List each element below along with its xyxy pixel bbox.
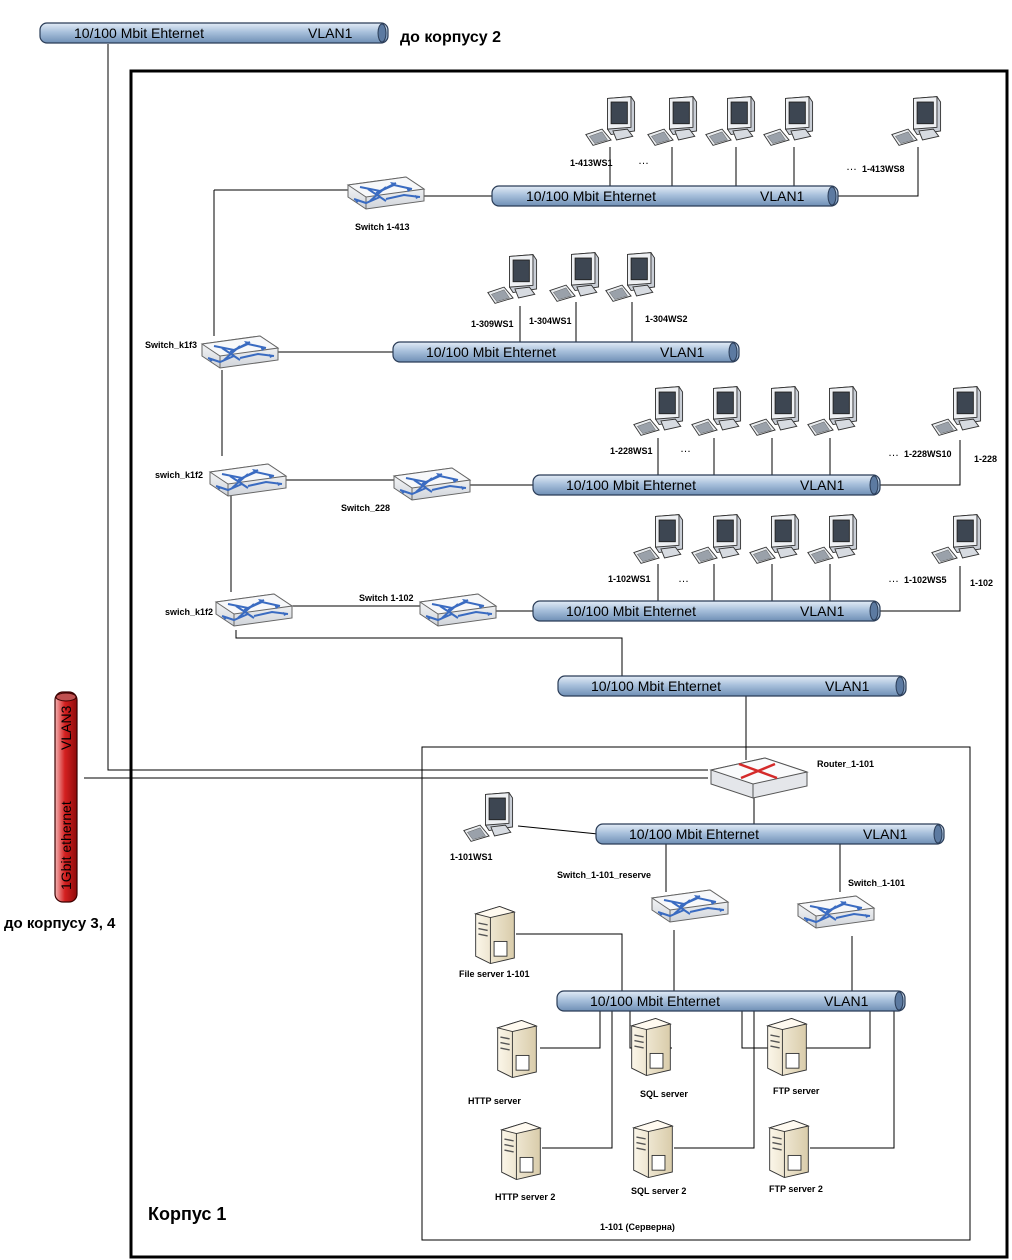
- http-server-label: HTTP server: [468, 1096, 521, 1106]
- server-icon[interactable]: [630, 1017, 672, 1077]
- bus-floor3[interactable]: 10/100 Mbit Ehternet VLAN1: [392, 341, 740, 363]
- bus-1-413-vlan: VLAN1: [760, 188, 805, 204]
- bus-uplink[interactable]: 10/100 Mbit Ehternet VLAN1: [557, 675, 907, 697]
- ws-ellipsis: …: [888, 573, 899, 585]
- bus-1-102-speed: 10/100 Mbit Ehternet: [566, 603, 696, 619]
- ws-413-8-label: 1-413WS8: [862, 164, 905, 174]
- switch-228-label: Switch_228: [341, 503, 390, 513]
- ws-ellipsis: …: [638, 155, 649, 167]
- bus-1-228-speed: 10/100 Mbit Ehternet: [566, 477, 696, 493]
- bus-1-228[interactable]: 10/100 Mbit Ehternet VLAN1: [532, 474, 881, 496]
- ws-304-1-label: 1-304WS1: [529, 316, 572, 326]
- bus-floor3-vlan: VLAN1: [660, 344, 705, 360]
- building-1-frame: [129, 69, 1009, 1259]
- sql-server-label: SQL server: [640, 1089, 688, 1099]
- ws-228-1-label: 1-228WS1: [610, 446, 653, 456]
- switch-1-413-label: Switch 1-413: [355, 222, 410, 232]
- switch-1-102-label: Switch 1-102: [359, 593, 414, 603]
- bus-server-top[interactable]: 10/100 Mbit Ehternet VLAN1: [595, 823, 945, 845]
- server-icon[interactable]: [766, 1017, 808, 1077]
- ws-101-1-label: 1-101WS1: [450, 852, 493, 862]
- ws-309-1-label: 1-309WS1: [471, 319, 514, 329]
- server-room-frame: [421, 746, 971, 1241]
- server-icon[interactable]: [474, 905, 516, 965]
- bus-1-413-speed: 10/100 Mbit Ehternet: [526, 188, 656, 204]
- bus-floor3-speed: 10/100 Mbit Ehternet: [426, 344, 556, 360]
- switch-k1f3-label: Switch_k1f3: [145, 340, 197, 350]
- building-1-label: Корпус 1: [148, 1204, 226, 1224]
- switch-k1f2-b-label: swich_k1f2: [165, 607, 213, 617]
- bus-1-102-vlan: VLAN1: [800, 603, 845, 619]
- http-server-2-label: HTTP server 2: [495, 1192, 555, 1202]
- backbone-speed: 1Gbit ethernet: [58, 801, 74, 890]
- bus-server-bottom[interactable]: 10/100 Mbit Ehternet VLAN1: [556, 990, 906, 1012]
- switch-1-101-label: Switch_1-101: [848, 878, 905, 888]
- server-icon[interactable]: [632, 1119, 674, 1179]
- backbone-vlan: VLAN3: [58, 705, 74, 750]
- to-building-3-4-label: до корпусу 3, 4: [4, 915, 116, 932]
- switch-1-101-reserve-label: Switch_1-101_reserve: [557, 870, 651, 880]
- ws-304-2-label: 1-304WS2: [645, 314, 688, 324]
- room-228-label: 1-228: [974, 454, 997, 464]
- bus-uplink-speed: 10/100 Mbit Ehternet: [591, 678, 721, 694]
- ftp-server-label: FTP server: [773, 1086, 820, 1096]
- server-icon[interactable]: [500, 1121, 542, 1181]
- bus-server-top-speed: 10/100 Mbit Ehternet: [629, 826, 759, 842]
- bus-uplink-vlan: VLAN1: [825, 678, 870, 694]
- bus-server-top-vlan: VLAN1: [863, 826, 908, 842]
- wires: [84, 44, 961, 1149]
- ws-228-10-label: 1-228WS10: [904, 449, 952, 459]
- ws-ellipsis: …: [680, 443, 691, 455]
- switch-k1f2-a-label: swich_k1f2: [155, 470, 203, 480]
- bus-1-413[interactable]: 10/100 Mbit Ehternet VLAN1: [491, 185, 839, 207]
- ws-ellipsis: …: [678, 573, 689, 585]
- to-building-2-label: до корпусу 2: [400, 29, 501, 46]
- server-icon[interactable]: [768, 1119, 810, 1179]
- bus-top[interactable]: 10/100 Mbit Ehternet VLAN1: [39, 22, 389, 44]
- ws-ellipsis: …: [846, 161, 857, 173]
- room-102-label: 1-102: [970, 578, 993, 588]
- file-server-label: File server 1-101: [459, 969, 530, 979]
- bus-top-speed: 10/100 Mbit Ehternet: [74, 25, 204, 41]
- sql-server-2-label: SQL server 2: [631, 1186, 686, 1196]
- backbone-1gbit[interactable]: 1Gbit ethernet VLAN3: [54, 691, 78, 903]
- bus-server-bottom-speed: 10/100 Mbit Ehternet: [590, 993, 720, 1009]
- server-room-label: 1-101 (Серверна): [600, 1222, 675, 1232]
- bus-server-bottom-vlan: VLAN1: [824, 993, 869, 1009]
- ftp-server-2-label: FTP server 2: [769, 1184, 823, 1194]
- ws-102-5-label: 1-102WS5: [904, 575, 947, 585]
- ws-102-1-label: 1-102WS1: [608, 574, 651, 584]
- bus-1-228-vlan: VLAN1: [800, 477, 845, 493]
- router-label: Router_1-101: [817, 759, 874, 769]
- server-icon[interactable]: [496, 1019, 538, 1079]
- ws-413-1-label: 1-413WS1: [570, 158, 613, 168]
- bus-top-vlan: VLAN1: [308, 25, 353, 41]
- ws-ellipsis: …: [888, 447, 899, 459]
- bus-1-102[interactable]: 10/100 Mbit Ehternet VLAN1: [532, 600, 881, 622]
